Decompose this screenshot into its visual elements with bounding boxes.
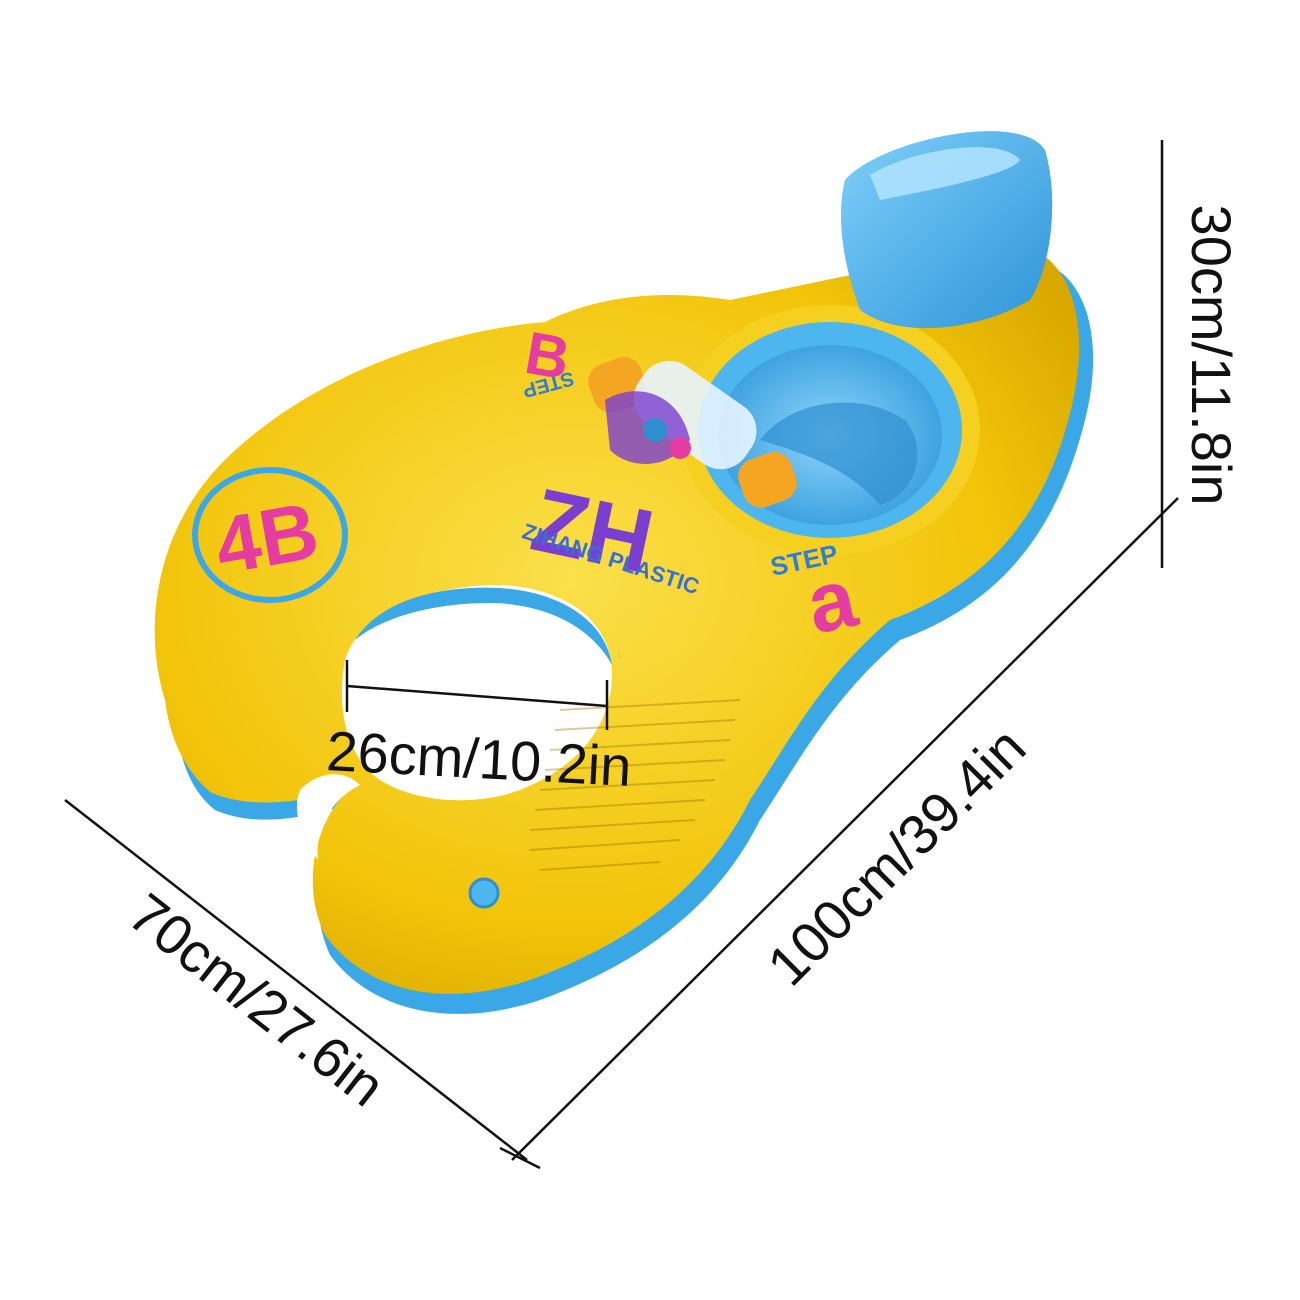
leg-hole <box>341 585 613 801</box>
leg-gap <box>296 774 360 860</box>
warning-print <box>529 699 741 871</box>
backrest-highlight <box>870 147 1020 200</box>
toy-bar <box>588 357 797 508</box>
print-badge-left: 4B <box>192 467 348 603</box>
toy-ball-blue <box>643 418 667 442</box>
length-line-cap <box>499 1146 541 1170</box>
height-label: 30cm/11.8in <box>1180 205 1243 506</box>
dimension-lines <box>64 140 1179 1170</box>
width-line <box>64 799 528 1161</box>
air-valve <box>468 877 500 909</box>
letters-left-text: 4B <box>209 485 325 590</box>
brand-mark: ZH <box>523 470 661 593</box>
toy-ball-pink <box>669 437 691 459</box>
hole-line <box>346 684 608 708</box>
leg-hole-blue-edge <box>355 587 612 665</box>
length-line <box>511 497 1179 1161</box>
baby-seat-fabric <box>760 402 918 505</box>
